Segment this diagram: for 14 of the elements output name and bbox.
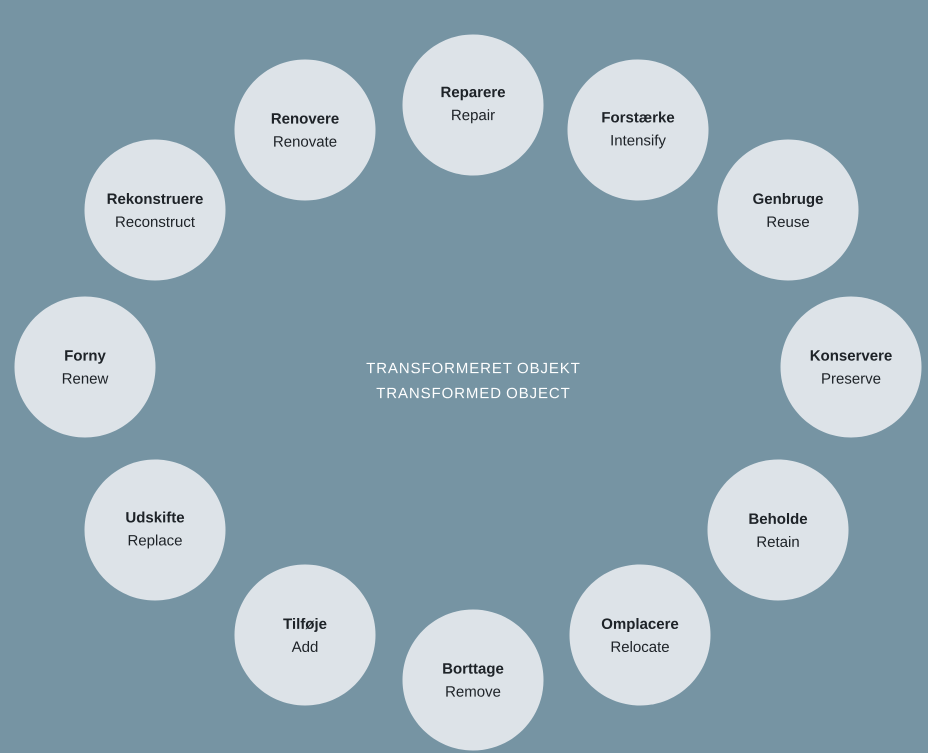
circle-node: Renovere Renovate <box>234 60 376 200</box>
circle-node: Forstærke Intensify <box>568 60 708 200</box>
circle-node: Borttage Remove <box>402 610 544 750</box>
center-label: TRANSFORMED OBJECT <box>376 388 570 398</box>
circle-node: Konservere Preserve <box>780 296 922 438</box>
center-label: TRANSFORMERET OBJEKT <box>366 362 580 374</box>
circle-node: Beholde Retain <box>708 460 848 600</box>
circle-node: Reparere Repair <box>402 34 544 176</box>
circle-node: Genbruge Reuse <box>718 140 858 280</box>
circle-node: Rekonstruere Reconstruct <box>84 140 226 280</box>
circle-node: Udskifte Replace <box>84 460 226 600</box>
circle-node: Tilføje Add <box>234 564 376 706</box>
circle-node: Forny Renew <box>14 296 156 438</box>
circle-node: Omplacere Relocate <box>570 564 710 706</box>
